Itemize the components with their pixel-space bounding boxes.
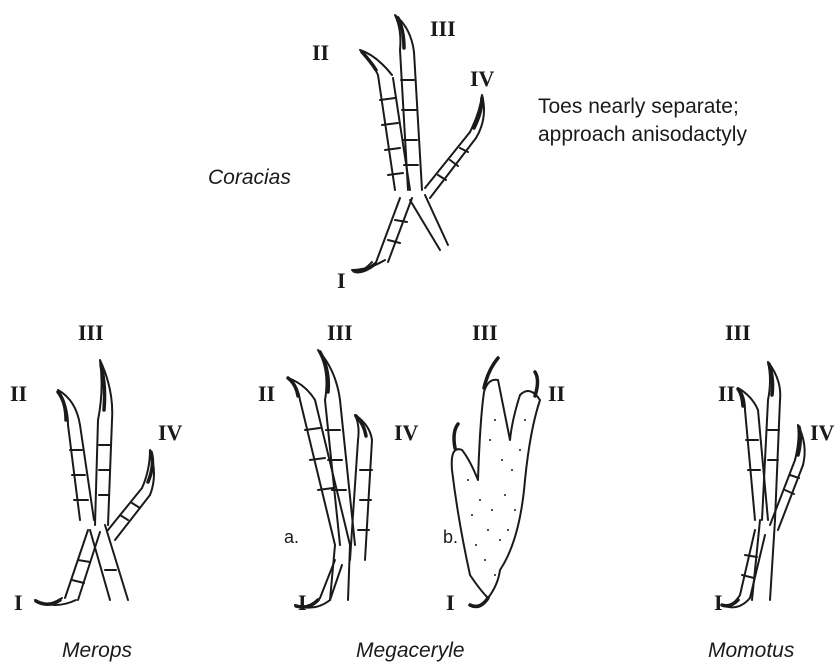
momotus-toe-I-label: I — [714, 592, 723, 614]
coracias-toe-IV-label: IV — [470, 68, 494, 90]
megaceryle-a-toe-IV-label: IV — [394, 422, 418, 444]
megaceryle-b-toe-II-label: II — [548, 383, 565, 405]
genus-momotus: Momotus — [708, 640, 794, 661]
momotus-toe-IV-label: IV — [810, 422, 837, 444]
momotus-toe-II-label: II — [718, 383, 735, 405]
coracias-toe-II-label: II — [312, 42, 329, 64]
merops-toe-IV-label: IV — [158, 422, 182, 444]
megaceryle-a-toe-III-label: III — [327, 322, 353, 344]
megaceryle-a-foot — [288, 350, 372, 608]
merops-toe-I-label: I — [14, 592, 23, 614]
megaceryle-b-tag: b. — [443, 528, 458, 546]
coracias-toe-I-label: I — [337, 270, 346, 292]
genus-merops: Merops — [62, 640, 132, 661]
annotation-note: Toes nearly separate; approach anisodact… — [538, 93, 828, 149]
merops-toe-II-label: II — [10, 383, 27, 405]
merops-foot — [35, 360, 154, 605]
megaceryle-a-tag: a. — [284, 528, 299, 546]
momotus-toe-III-label: III — [725, 322, 751, 344]
coracias-toe-III-label: III — [430, 18, 456, 40]
megaceryle-b-toe-III-label: III — [472, 322, 498, 344]
note-line-2: approach anisodactyly — [538, 121, 828, 149]
megaceryle-b-foot — [452, 358, 540, 606]
note-line-1: Toes nearly separate; — [538, 93, 828, 121]
merops-toe-III-label: III — [78, 322, 104, 344]
genus-coracias: Coracias — [208, 167, 291, 188]
megaceryle-a-toe-II-label: II — [258, 383, 275, 405]
coracias-foot — [352, 15, 484, 272]
megaceryle-a-toe-I-label: I — [298, 592, 307, 614]
genus-megaceryle: Megaceryle — [356, 640, 465, 661]
megaceryle-b-toe-I-label: I — [446, 592, 455, 614]
